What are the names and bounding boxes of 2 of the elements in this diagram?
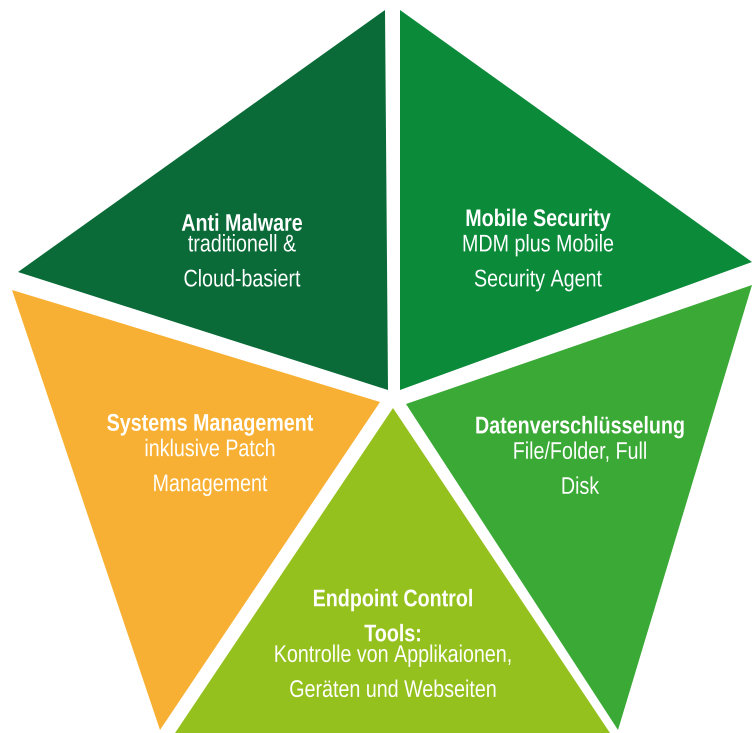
pentagon-segment: Anti Malware traditionell & Cloud-basiert	[18, 10, 388, 390]
pentagon-segment: Mobile Security MDM plus Mobile Security Agent	[400, 10, 752, 390]
